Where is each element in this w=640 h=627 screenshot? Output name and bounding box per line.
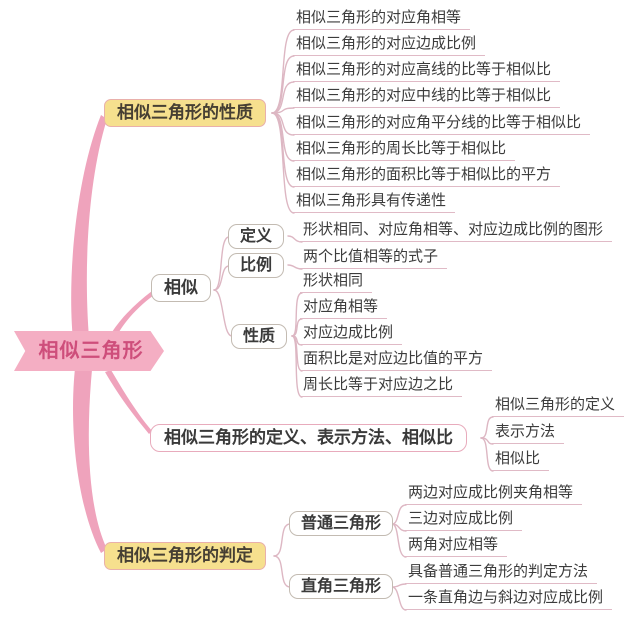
sub-node-property: 性质 <box>231 324 288 349</box>
leaf-property-7: 相似三角形的面积比等于相似比的平方 <box>293 166 561 187</box>
sub-node-right-triangle: 直角三角形 <box>289 574 394 599</box>
leaf-def-1: 相似三角形的定义 <box>492 396 625 417</box>
leaf-property-5: 相似三角形的对应角平分线的比等于相似比 <box>293 114 591 135</box>
leaf-def-2: 表示方法 <box>492 423 565 444</box>
leaf-ordinary-1: 两边对应成比例夹角相等 <box>405 484 583 505</box>
sub-node-ratio: 比例 <box>228 253 285 278</box>
leaf-sim-prop-5: 周长比等于对应边之比 <box>300 376 463 397</box>
leaf-def-3: 相似比 <box>492 450 550 471</box>
branch-judgment-node: 相似三角形的判定 <box>104 542 266 570</box>
leaf-ordinary-2: 三边对应成比例 <box>405 510 523 531</box>
root-node: 相似三角形 <box>14 331 164 371</box>
branch-properties-node: 相似三角形的性质 <box>104 99 266 127</box>
leaf-definition-1: 形状相同、对应角相等、对应边成比例的图形 <box>300 221 613 242</box>
leaf-sim-prop-2: 对应角相等 <box>300 298 388 319</box>
leaf-property-3: 相似三角形的对应高线的比等于相似比 <box>293 61 561 82</box>
leaf-ratio-1: 两个比值相等的式子 <box>300 248 448 269</box>
leaf-property-1: 相似三角形的对应角相等 <box>293 9 471 30</box>
leaf-right-1: 具备普通三角形的判定方法 <box>405 563 598 584</box>
leaf-property-8: 相似三角形具有传递性 <box>293 192 456 213</box>
leaf-property-4: 相似三角形的对应中线的比等于相似比 <box>293 87 561 108</box>
leaf-ordinary-3: 两角对应相等 <box>405 536 508 557</box>
branch-definition-notation-node: 相似三角形的定义、表示方法、相似比 <box>150 424 467 452</box>
leaf-property-2: 相似三角形的对应边成比例 <box>293 35 486 56</box>
leaf-right-2: 一条直角边与斜边对应成比例 <box>405 589 613 610</box>
leaf-sim-prop-1: 形状相同 <box>300 272 373 293</box>
sub-node-definition: 定义 <box>228 224 285 249</box>
root-taper-branches <box>71 115 154 553</box>
leaf-property-6: 相似三角形的周长比等于相似比 <box>293 140 516 161</box>
leaf-sim-prop-4: 面积比是对应边比值的平方 <box>300 350 493 371</box>
thin-connectors <box>213 29 494 611</box>
branch-similar-node: 相似 <box>151 274 211 302</box>
sub-node-ordinary-triangle: 普通三角形 <box>289 511 394 536</box>
leaf-sim-prop-3: 对应边成比例 <box>300 324 403 345</box>
